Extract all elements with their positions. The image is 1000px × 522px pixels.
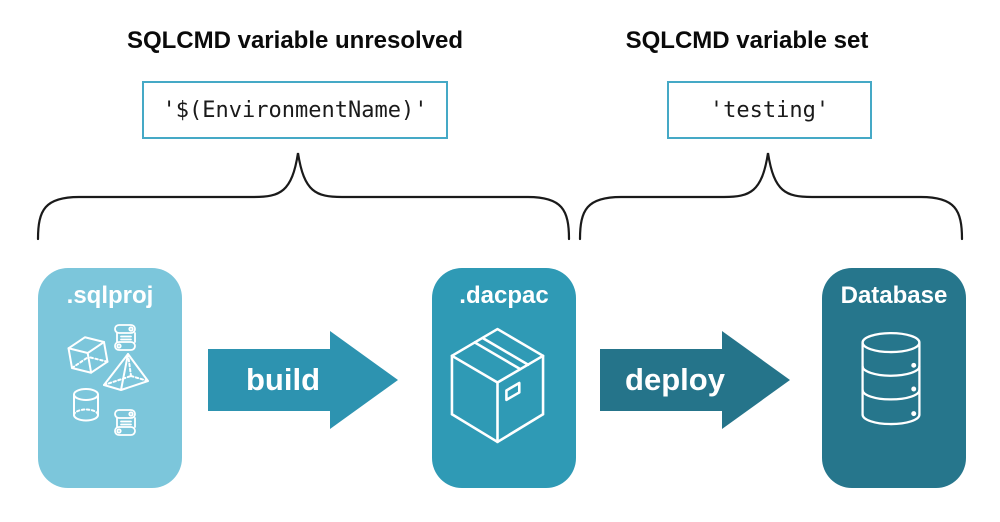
node-database: Database xyxy=(822,268,966,488)
node-dacpac: .dacpac xyxy=(432,268,576,488)
right-arrow-shape xyxy=(600,331,790,429)
cylinder-icon xyxy=(73,388,99,422)
node-sqlproj: .sqlproj xyxy=(38,268,182,488)
sqlproj-label: .sqlproj xyxy=(66,282,154,309)
brace-right xyxy=(578,152,964,241)
database-label: Database xyxy=(840,282,948,309)
sqlcmd-variable-set-value: 'testing' xyxy=(709,97,830,123)
code-box-unresolved: '$(EnvironmentName)' xyxy=(142,81,448,139)
deploy-arrow: deploy xyxy=(600,330,792,430)
deploy-arrow-label: deploy xyxy=(625,362,725,397)
right-arrow-shape xyxy=(208,331,398,429)
heading-sqlcmd-unresolved: SQLCMD variable unresolved xyxy=(126,27,464,54)
database-cylinder-icon xyxy=(861,331,921,426)
package-box-icon xyxy=(450,327,545,444)
cube-icon xyxy=(67,336,109,374)
build-arrow-label: build xyxy=(245,362,321,397)
code-box-set: 'testing' xyxy=(667,81,872,139)
build-arrow: build xyxy=(208,330,400,430)
scroll-icon xyxy=(114,324,136,351)
heading-sqlcmd-set: SQLCMD variable set xyxy=(625,27,869,54)
dacpac-label: .dacpac xyxy=(459,282,549,309)
sqlcmd-variable-unresolved-value: '$(EnvironmentName)' xyxy=(162,97,428,123)
scroll-icon xyxy=(114,409,136,436)
brace-left xyxy=(36,152,571,241)
pyramid-icon xyxy=(103,353,149,391)
